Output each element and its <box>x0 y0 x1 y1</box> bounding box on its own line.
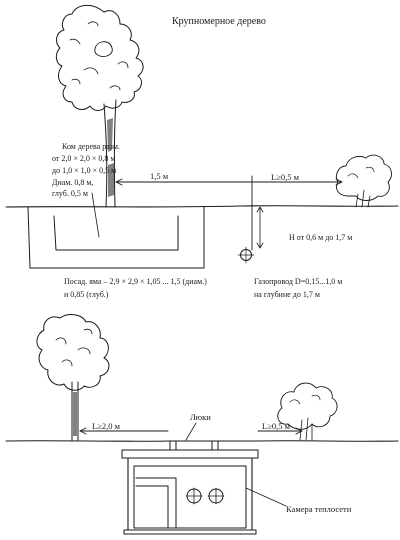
dimension-arrow <box>115 178 123 186</box>
root-ball-label: Ком дерева разм. от 2,0 × 2,0 × 0,8 м до… <box>52 142 122 198</box>
hatch-label: Люки <box>190 412 211 422</box>
gas-pipe-line: Газопровод D=0,15...1,0 м <box>254 277 342 286</box>
chamber-pipes <box>185 487 225 505</box>
chamber-label: Камера теплосети <box>286 504 352 514</box>
chamber-hatches <box>169 440 219 451</box>
chamber-equipment <box>135 477 177 529</box>
trunk-shading <box>107 118 114 197</box>
distance-to-pipe: 1,5 м <box>150 171 169 181</box>
root-ball-line: Диам. 0,8 м, <box>52 178 93 187</box>
root-ball-inner <box>53 215 179 251</box>
root-ball-leader <box>91 192 100 238</box>
pit-label: Посад. яма – 2,9 × 2,9 × 1,05 ... 1,5 (д… <box>64 277 209 299</box>
dimension-arrow <box>295 427 303 435</box>
pipe-depth: H от 0,6 м до 1,7 м <box>289 233 352 242</box>
heating-chamber <box>121 440 259 535</box>
depth-dimension <box>256 206 264 249</box>
top-diagram: Крупномерное дерево Ком дерева разм. от … <box>5 5 399 299</box>
hatch-leader <box>185 422 197 441</box>
left-tree-crown <box>36 314 110 391</box>
chamber-leader <box>245 487 287 507</box>
gas-pipe-line: на глубине до 1,7 м <box>254 290 320 299</box>
pit-line: Посад. яма – 2,9 × 2,9 × 1,05 ... 1,5 (д… <box>64 277 207 286</box>
crown-texture <box>69 21 129 91</box>
bottom-diagram: L≥2,0 м L≥0,5 м Люки <box>5 314 399 535</box>
shrub-top <box>335 154 392 208</box>
large-tree <box>55 5 144 208</box>
root-ball-line: до 1,0 × 1,0 × 0,5 м <box>52 166 116 175</box>
distance-left: L≥2,0 м <box>92 421 121 431</box>
crown-hollow <box>94 41 113 57</box>
tree-title: Крупномерное дерево <box>172 16 266 27</box>
left-tree-trunk <box>71 381 79 441</box>
planting-pit-outer <box>27 206 205 269</box>
gas-pipe <box>237 246 255 264</box>
shrub-bottom <box>277 382 338 441</box>
ground-line-top <box>5 205 399 208</box>
ground-line-bottom <box>5 440 399 442</box>
dimension-arrow <box>79 427 87 435</box>
distance-to-shrub: L≥0,5 м <box>271 172 300 182</box>
large-tree-trunk <box>103 99 117 208</box>
distance-right: L≥0,5 м <box>262 421 291 431</box>
chamber-base <box>123 529 257 535</box>
gas-pipe-label: Газопровод D=0,15...1,0 м на глубине до … <box>254 277 344 299</box>
left-tree <box>36 314 110 441</box>
pit-line: и 0,85 (глуб.) <box>64 290 109 299</box>
large-tree-crown <box>55 5 144 111</box>
chamber-inner <box>133 465 247 529</box>
root-ball-line: Ком дерева разм. <box>62 142 120 151</box>
chamber-outer <box>127 457 253 531</box>
chamber-cover <box>121 449 259 459</box>
root-ball-line: глуб. 0,5 м <box>52 189 88 198</box>
root-ball-line: от 2,0 × 2,0 × 0,8 м <box>52 154 115 163</box>
